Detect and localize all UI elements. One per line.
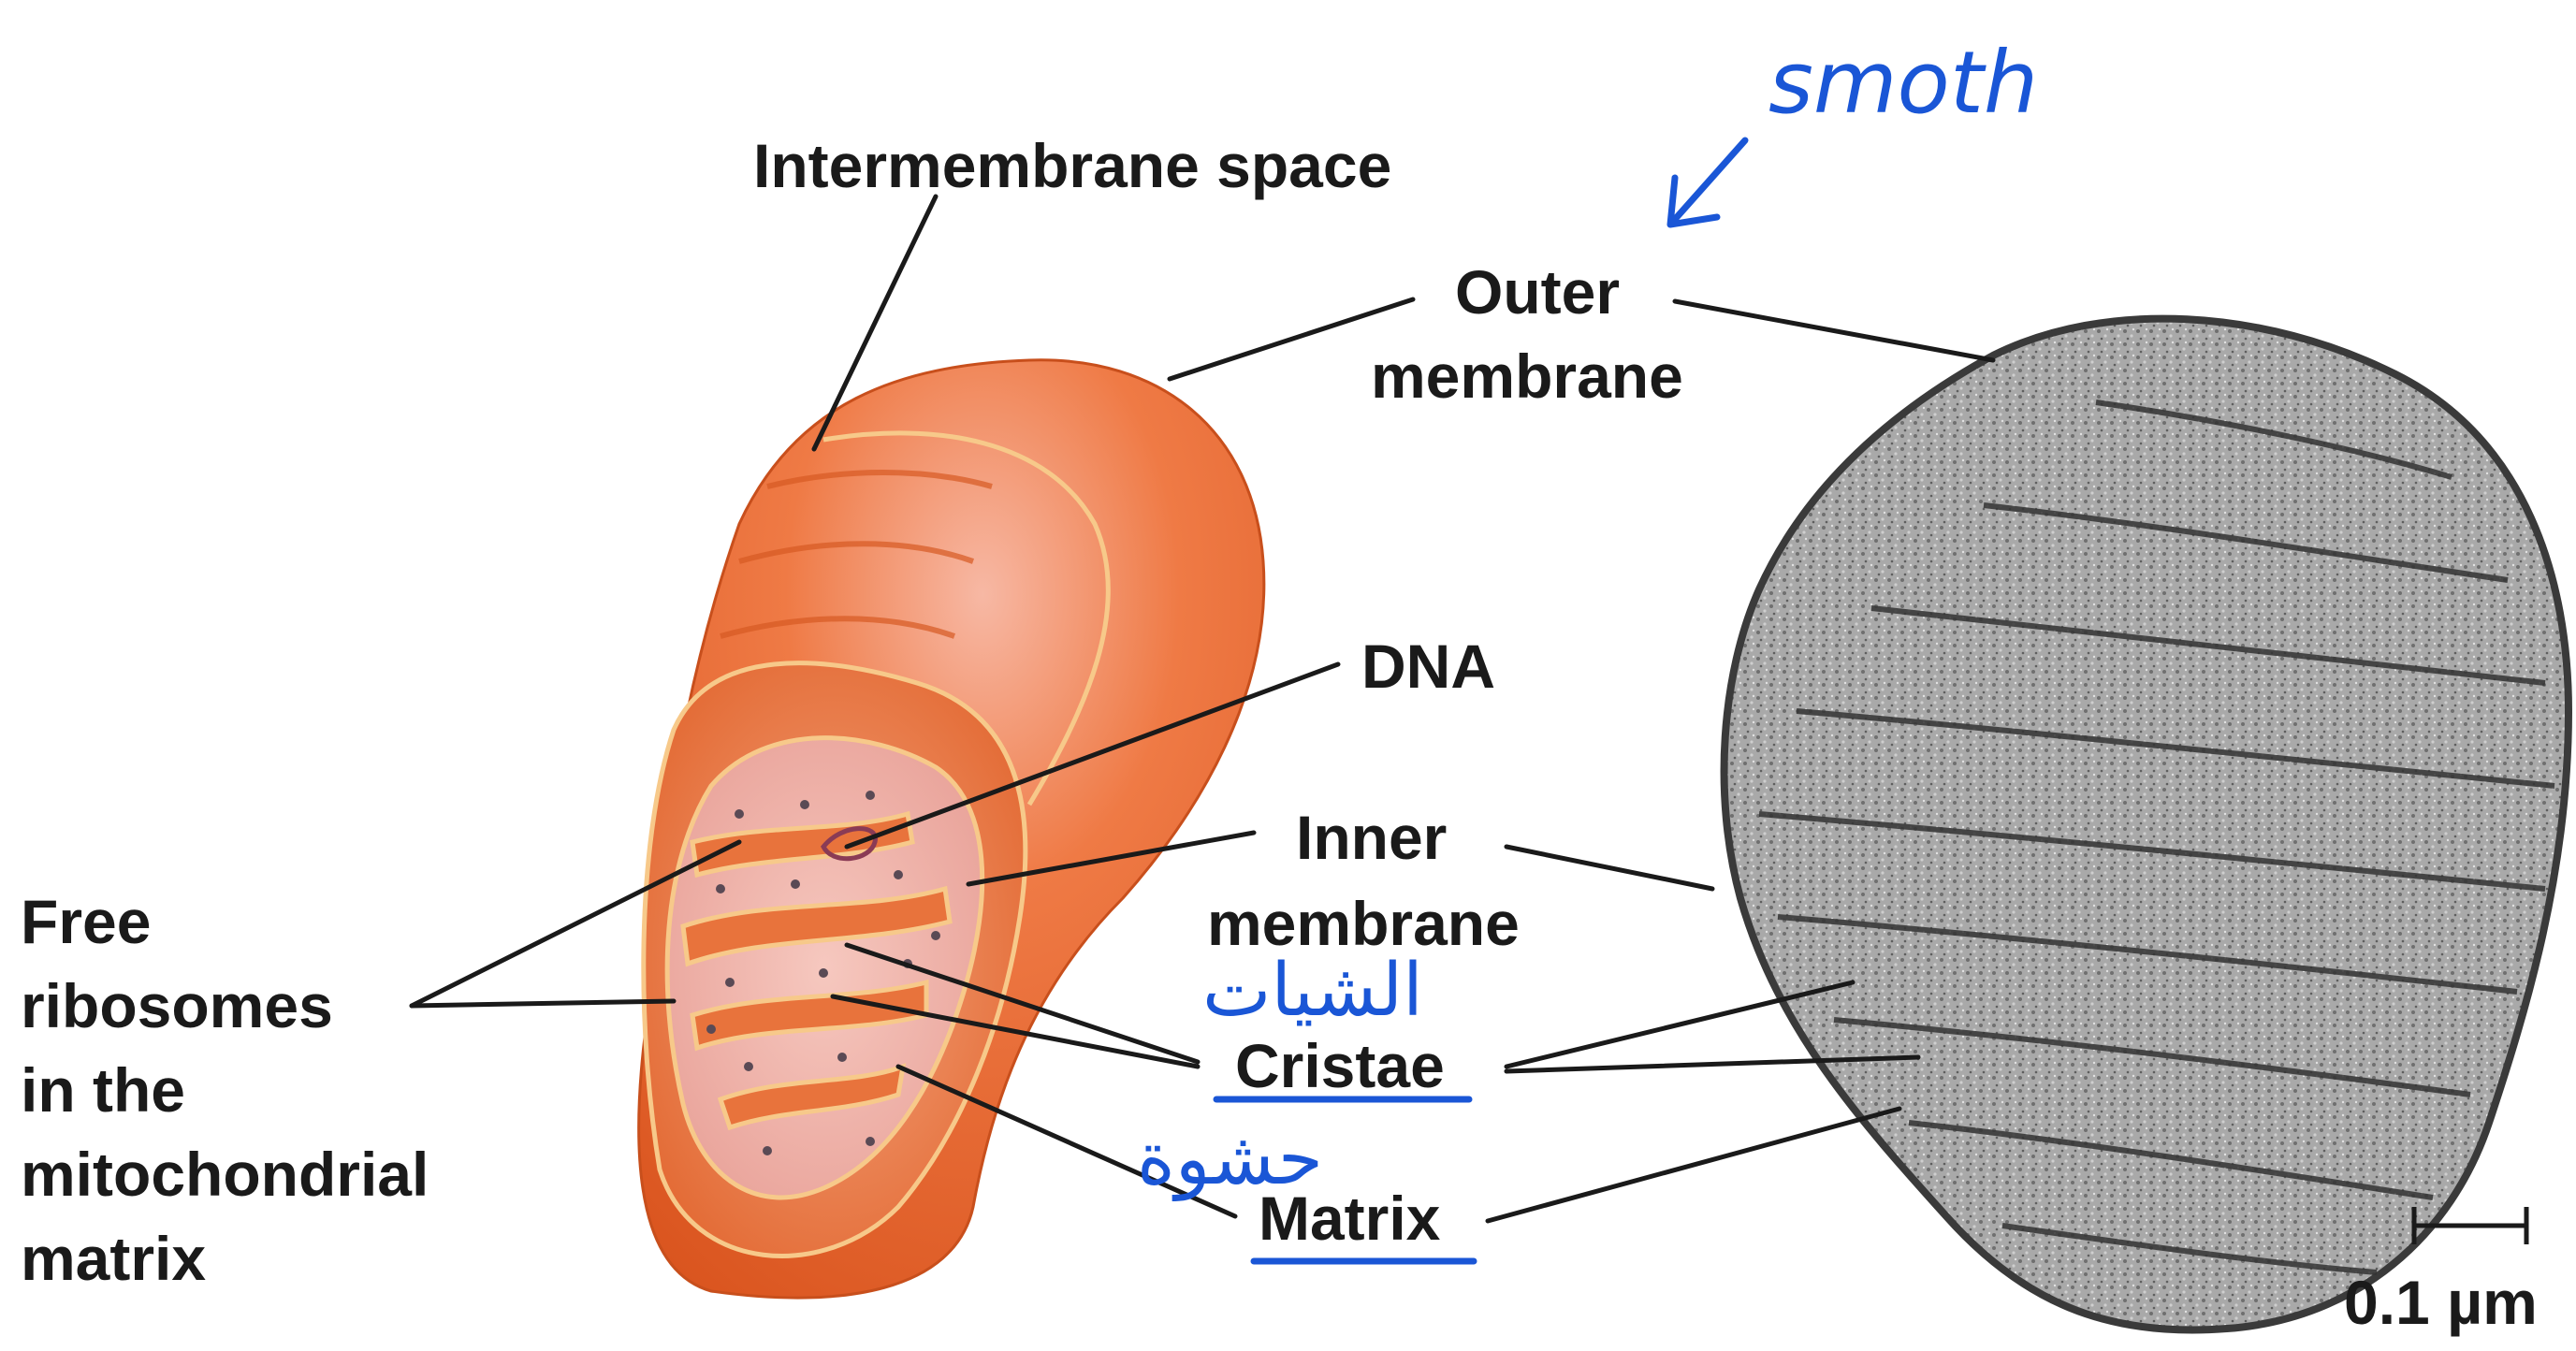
electron-micrograph xyxy=(1725,319,2569,1330)
label-free-line1: Free xyxy=(21,887,151,956)
label-inner-line1: Inner xyxy=(1296,803,1447,872)
label-free-line2: ribosomes xyxy=(21,971,333,1040)
label-cristae: Cristae xyxy=(1235,1031,1445,1100)
label-outer-line1: Outer xyxy=(1455,257,1620,327)
scale-bar-label: 0.1 µm xyxy=(2344,1268,2538,1337)
label-free-line5: matrix xyxy=(21,1224,206,1293)
label-outer-line2: membrane xyxy=(1371,341,1683,411)
label-dna: DNA xyxy=(1361,632,1495,701)
annotation-arrow xyxy=(1670,140,1745,225)
annotation-cristae-arabic: الشيات xyxy=(1202,949,1423,1033)
label-intermembrane-space: Intermembrane space xyxy=(753,131,1391,200)
label-inner-line2: membrane xyxy=(1207,889,1520,958)
annotation-smooth: smoth xyxy=(1768,33,2038,133)
annotation-matrix-arabic: حشوة xyxy=(1137,1117,1323,1202)
label-free-line3: in the xyxy=(21,1055,185,1125)
label-free-line4: mitochondrial xyxy=(21,1140,429,1209)
